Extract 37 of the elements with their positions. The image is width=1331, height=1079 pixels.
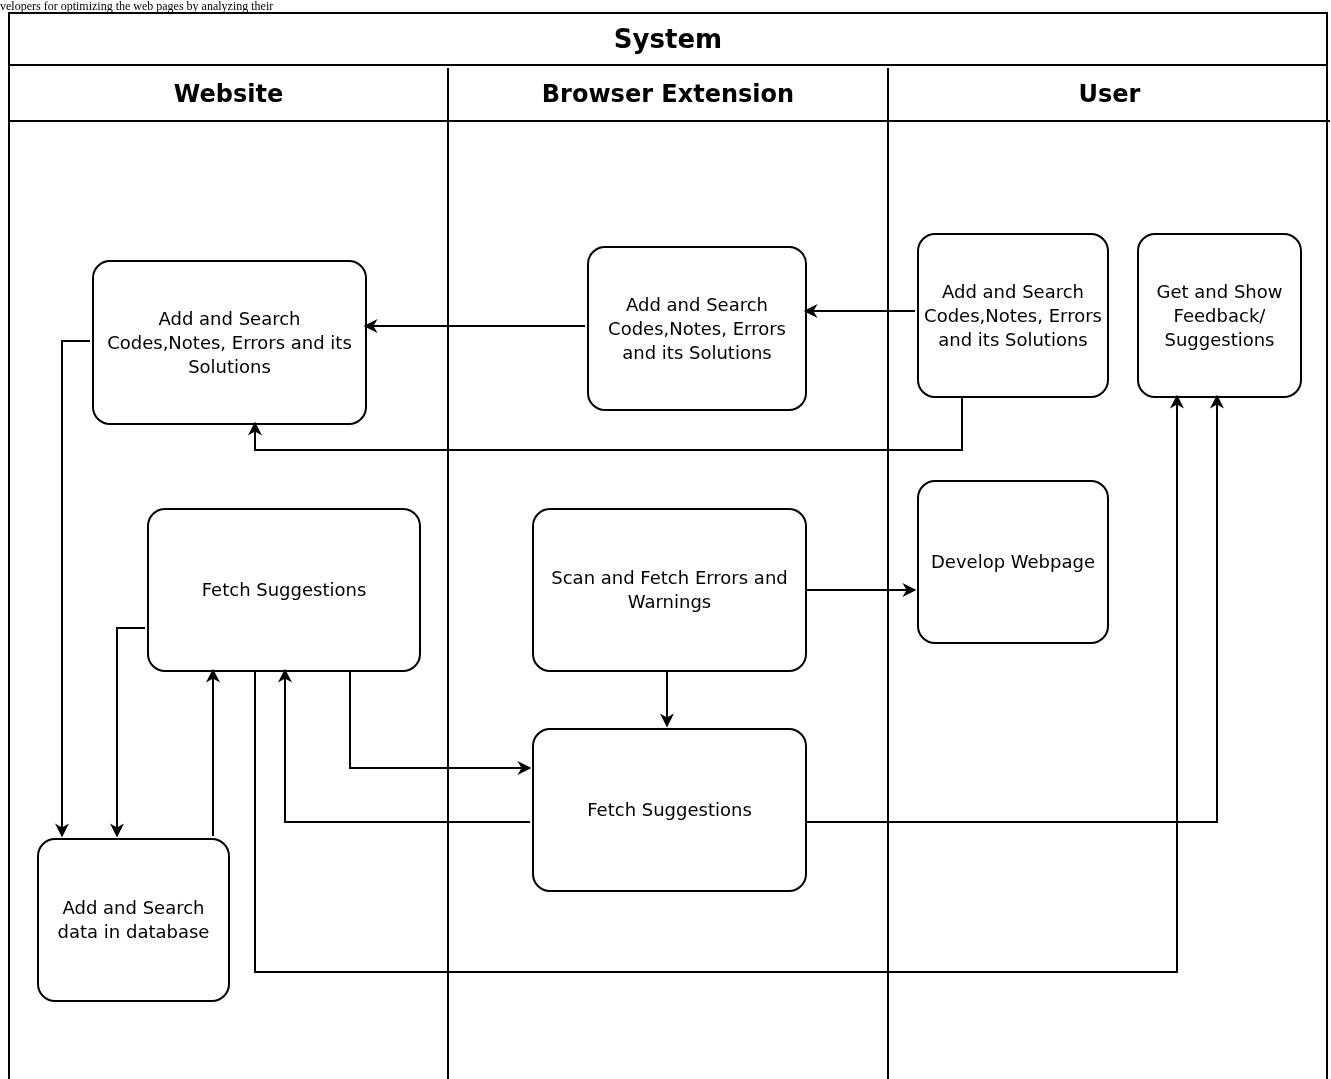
process-box: [37, 838, 230, 1002]
arrow: [254, 394, 1184, 973]
arrow: [206, 668, 220, 837]
lane-header: Website: [10, 68, 447, 122]
process-box: [147, 508, 421, 672]
arrow: [804, 394, 1224, 823]
arrow: [660, 669, 674, 728]
process-box: [1137, 233, 1302, 398]
box-text: Get and Show Feedback/ Suggestions: [1155, 279, 1284, 352]
arrow: [363, 319, 586, 333]
swimlane: [449, 68, 889, 1079]
process-box: [92, 260, 367, 425]
box-text: Fetch Suggestions: [201, 578, 367, 602]
box-text: Fetch Suggestions: [587, 798, 752, 822]
pool-frame: [8, 12, 1328, 1079]
arrow: [248, 395, 963, 451]
pool-title: System: [10, 14, 1326, 66]
box-text: Develop Webpage: [931, 550, 1095, 574]
arrow: [804, 583, 917, 597]
box-text: Add and Search Codes,Notes, Errors and its Solutions: [923, 279, 1103, 352]
process-box: [917, 480, 1109, 644]
arrow: [349, 669, 532, 775]
process-box: [587, 246, 807, 411]
arrow: [110, 627, 146, 838]
box-text: Add and Search Codes,Notes, Errors and its Solutions: [106, 306, 353, 379]
lane-header: Browser Extension: [449, 68, 887, 122]
arrow: [278, 668, 531, 823]
lane-header: User: [889, 68, 1330, 122]
arrow: [55, 340, 91, 838]
swimlane: [10, 68, 449, 1079]
process-box: [532, 728, 807, 892]
process-box: [532, 508, 807, 672]
arrow: [803, 304, 916, 318]
box-text: Add and Search Codes,Notes, Errors and its Solutions: [607, 292, 787, 365]
process-box: [917, 233, 1109, 398]
box-text: Scan and Fetch Errors and Warnings: [550, 566, 789, 614]
box-text: Add and Search data in database: [56, 896, 211, 944]
